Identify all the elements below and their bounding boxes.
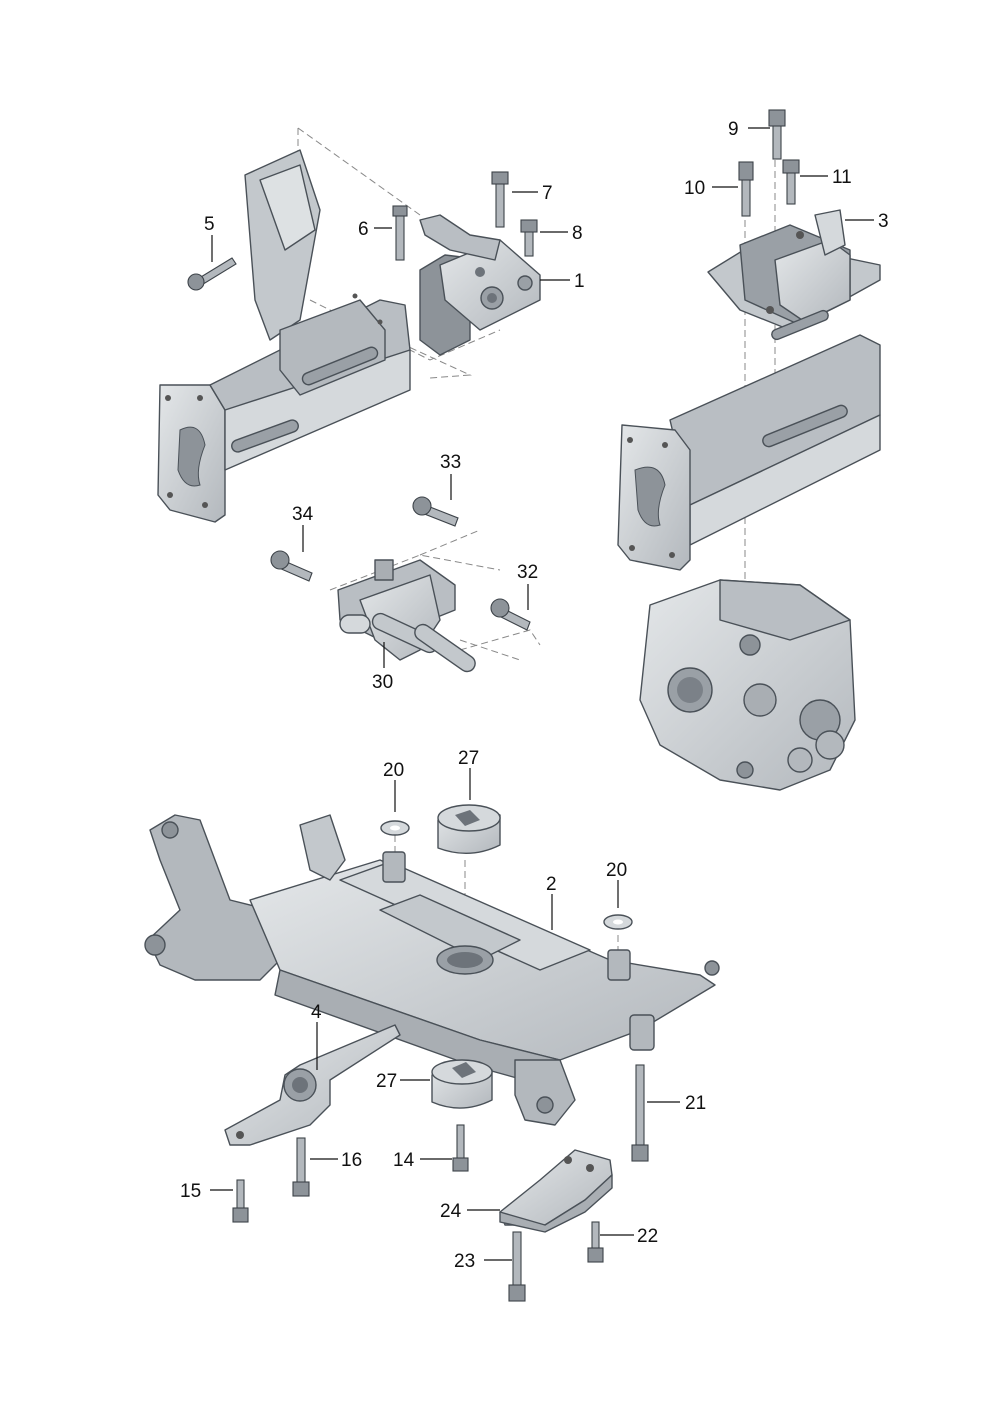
support-bracket — [499, 1149, 613, 1233]
callout-20-right: 20 — [606, 860, 627, 881]
bolt-7 — [491, 171, 509, 228]
bolt-16 — [292, 1137, 310, 1197]
bolt-23 — [508, 1231, 526, 1302]
bolt-33 — [412, 496, 459, 527]
washer-upper — [380, 820, 410, 836]
bolt-34 — [270, 550, 313, 582]
bolt-9 — [768, 109, 786, 160]
callout-7: 7 — [542, 183, 553, 204]
bolt-21 — [631, 1064, 649, 1162]
callout-27-lower: 27 — [376, 1071, 397, 1092]
callout-4: 4 — [311, 1002, 322, 1023]
bolt-32 — [490, 598, 531, 631]
callout-30: 30 — [372, 672, 393, 693]
callout-6: 6 — [358, 219, 369, 240]
bolt-5 — [187, 257, 237, 291]
callout-32: 32 — [517, 562, 538, 583]
gearbox-mount — [707, 209, 881, 331]
subframe — [144, 814, 720, 1126]
washer-right — [603, 914, 633, 930]
callout-16: 16 — [341, 1150, 362, 1171]
callout-21: 21 — [685, 1093, 706, 1114]
bolt-10 — [738, 161, 754, 217]
engine-mount — [419, 214, 541, 356]
callout-5: 5 — [204, 214, 215, 235]
callout-11: 11 — [832, 167, 852, 188]
leader-lines — [210, 127, 874, 1261]
mount-bracket — [337, 559, 476, 673]
callout-27-upper: 27 — [458, 748, 479, 769]
callout-labels: 5 6 7 8 1 9 10 11 3 33 34 32 30 20 27 2 … — [180, 119, 889, 1272]
callout-1: 1 — [574, 271, 585, 292]
callout-15: 15 — [180, 1181, 201, 1202]
bolts — [187, 109, 800, 1302]
bolt-22 — [587, 1221, 604, 1263]
bushing-lower — [431, 1059, 493, 1109]
callout-14: 14 — [393, 1150, 415, 1171]
bushing-upper — [437, 804, 501, 855]
callout-22: 22 — [637, 1226, 658, 1247]
bolt-11 — [782, 159, 800, 205]
callout-8: 8 — [572, 223, 583, 244]
callout-20-upper: 20 — [383, 760, 404, 781]
pendulum-support — [224, 1024, 401, 1146]
callout-10: 10 — [684, 178, 705, 199]
callout-34: 34 — [292, 504, 314, 525]
bolt-14 — [452, 1124, 469, 1172]
callout-2: 2 — [546, 874, 557, 895]
gearbox-housing — [639, 579, 856, 791]
right-longitudinal-member — [617, 309, 881, 571]
callout-33: 33 — [440, 452, 461, 473]
callout-23: 23 — [454, 1251, 475, 1272]
callout-9: 9 — [728, 119, 739, 140]
callout-24: 24 — [440, 1201, 462, 1222]
left-longitudinal-member — [157, 149, 411, 523]
callout-3: 3 — [878, 211, 889, 232]
bolt-15 — [232, 1179, 249, 1223]
bolt-6 — [392, 205, 408, 261]
bolt-8 — [520, 219, 538, 257]
